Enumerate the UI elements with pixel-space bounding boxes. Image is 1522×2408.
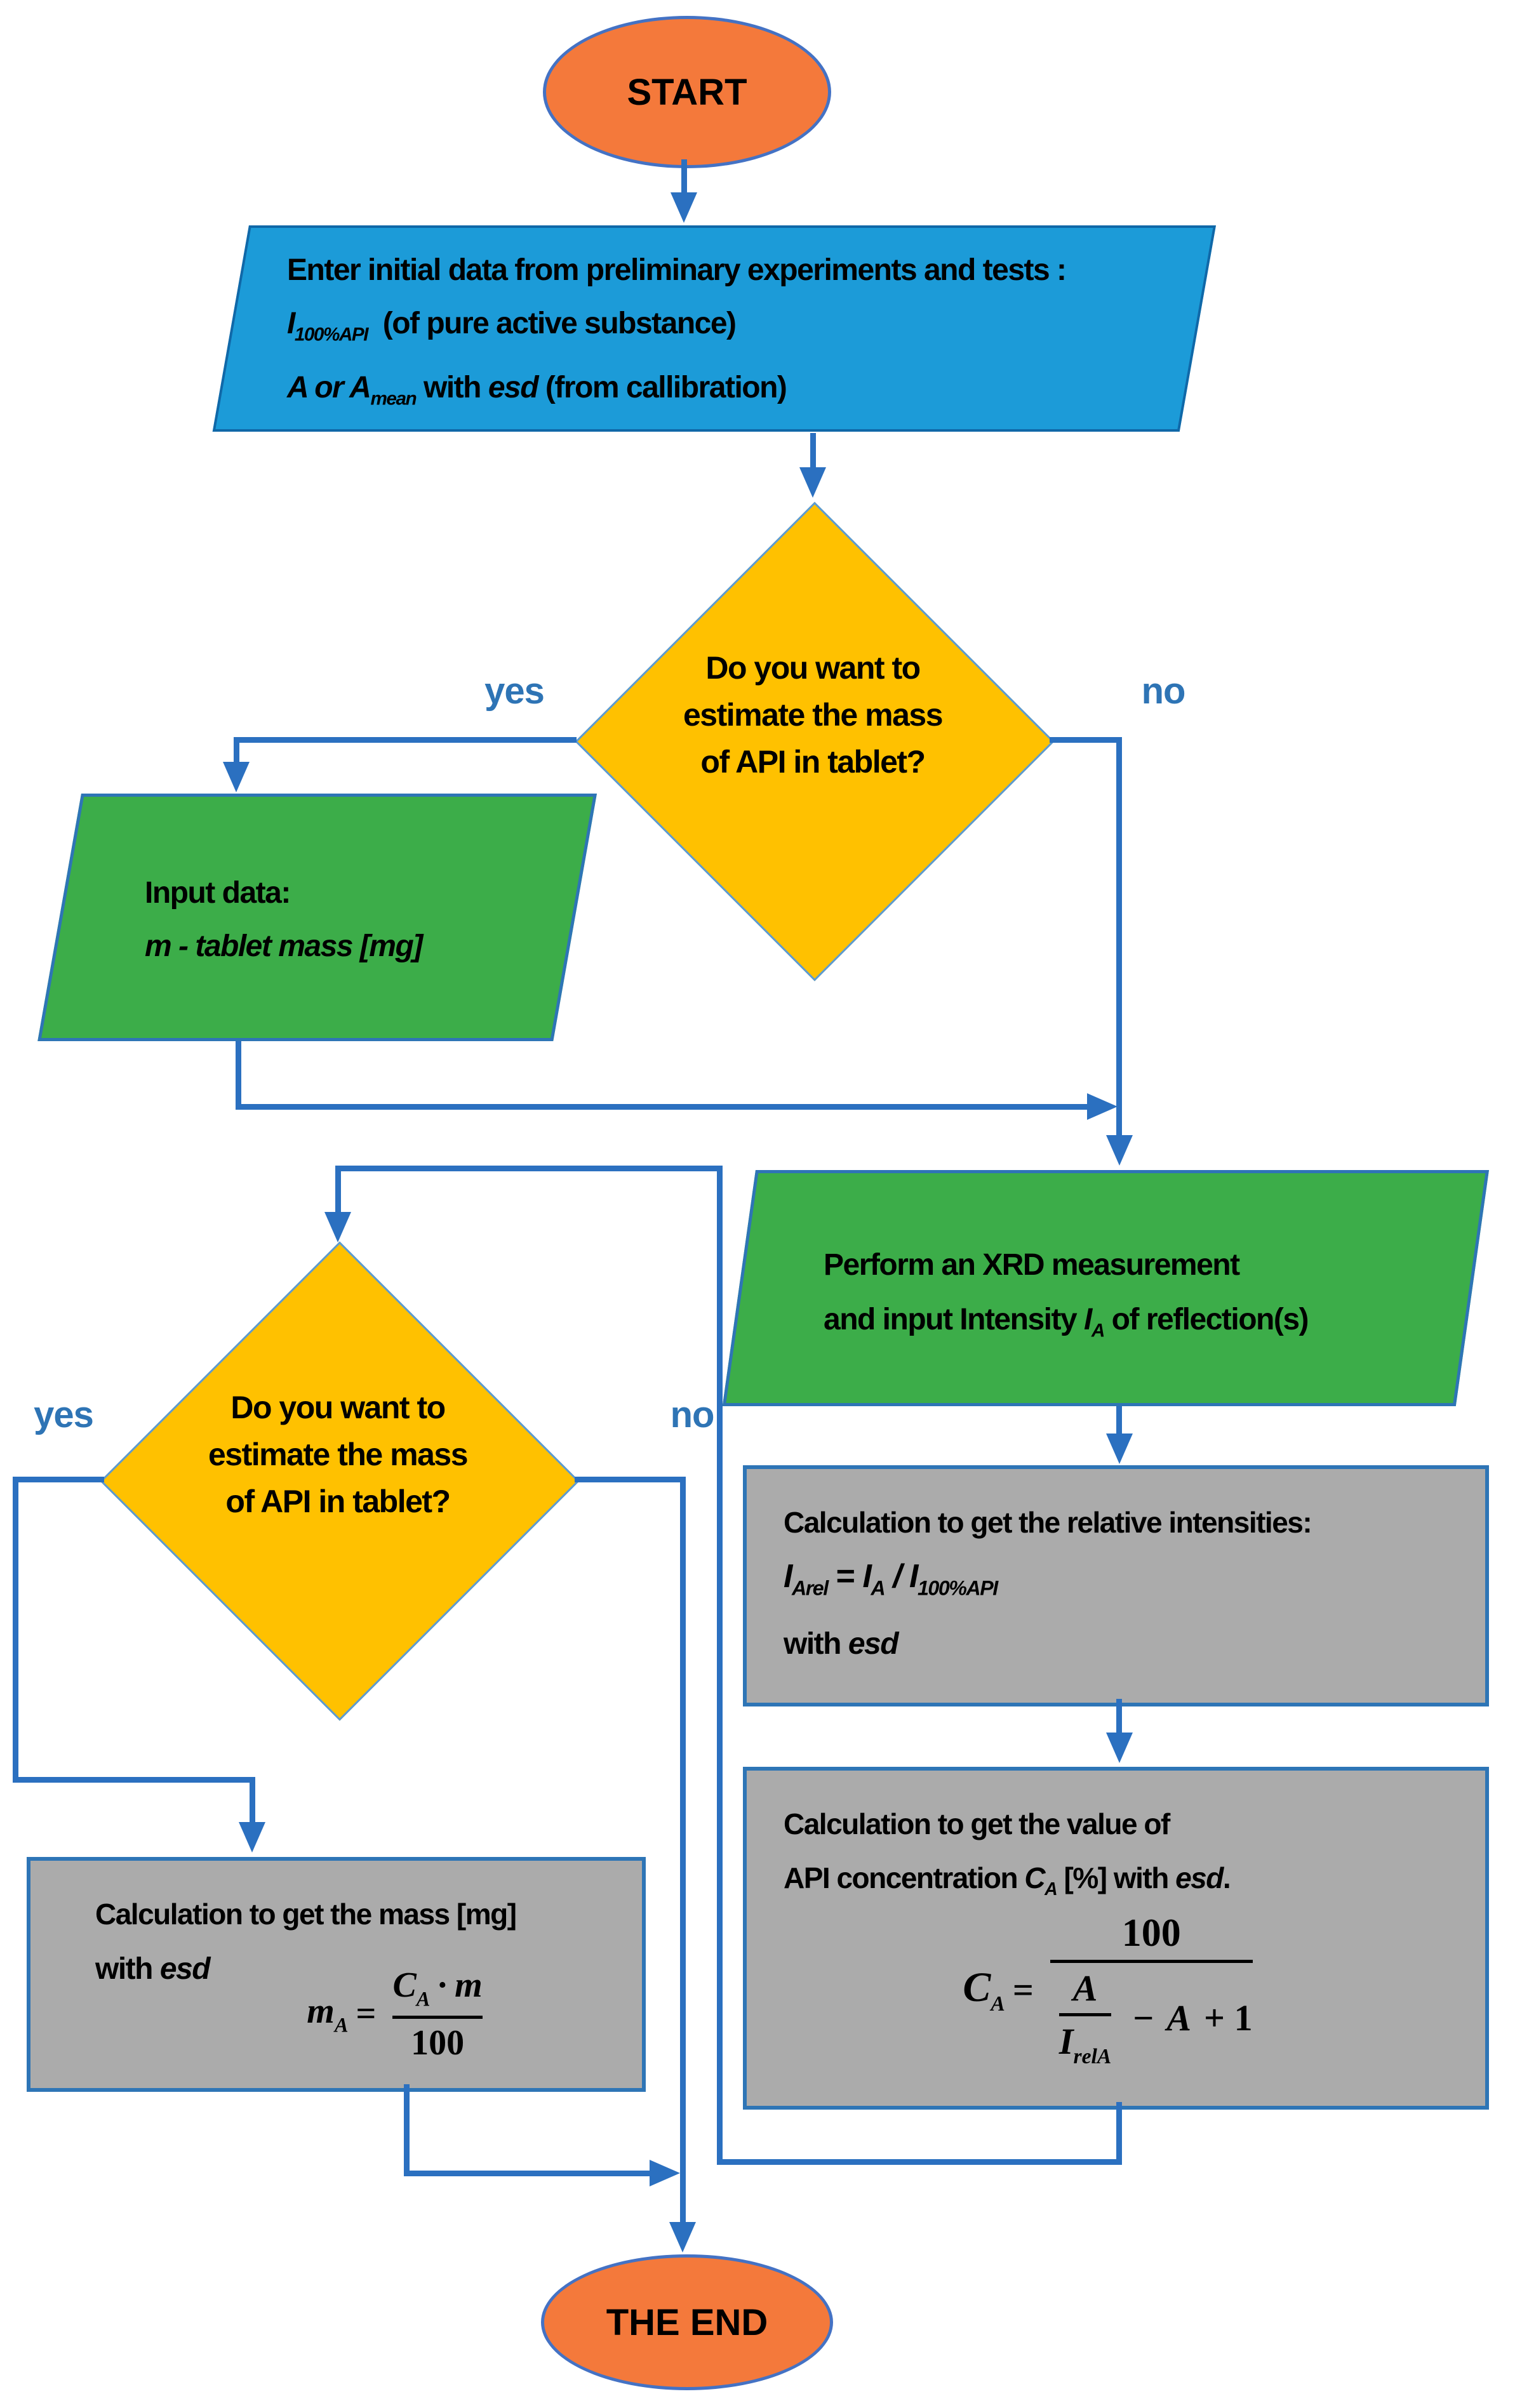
calc-concentration-title-2: API concentration CA [%] with esd. — [784, 1861, 1231, 1899]
edge-no2-h — [575, 1477, 686, 1482]
xrd-text: Perform an XRD measurement and input Int… — [824, 1238, 1309, 1358]
fraction-bar — [392, 2015, 483, 2019]
edge-xrd-to-calcrel — [1116, 1406, 1122, 1434]
decision-2-line-3: of API in tablet? — [225, 1484, 451, 1519]
edge-loop-v3 — [335, 1166, 341, 1214]
edge-loop-v1 — [1116, 2102, 1122, 2165]
arrowhead-down-icon — [223, 762, 250, 792]
xrd-line-1: Perform an XRD measurement — [824, 1248, 1240, 1282]
arrowhead-down-icon — [1106, 1733, 1133, 1763]
label-yes-1: yes — [484, 670, 545, 712]
input-line-1: Input data: — [145, 876, 291, 910]
decision-2-text: Do you want to estimate the mass of API … — [116, 1384, 560, 1525]
arrowhead-down-icon — [1106, 1433, 1133, 1464]
input-line-2: m - tablet mass [mg] — [145, 929, 423, 963]
label-no-1: no — [1141, 670, 1186, 712]
calc-concentration-box — [743, 1767, 1489, 2110]
xrd-line-2: and input Intensity IA of reflection(s) — [824, 1303, 1309, 1341]
edge-input-merge-h — [236, 1104, 1087, 1110]
calc-relative-esd: with esd — [784, 1627, 899, 1661]
edge-mass-merge-h — [404, 2171, 651, 2176]
end-terminal: THE END — [541, 2254, 833, 2390]
label-no-2: no — [670, 1394, 715, 1435]
start-terminal: START — [543, 16, 831, 168]
end-label: THE END — [606, 2301, 768, 2343]
edge-loop-v2 — [717, 1166, 723, 2165]
calc-concentration-formula: CA = 100 A IrelA − A + 1 — [963, 1911, 1253, 2069]
arrowhead-down-icon — [671, 192, 697, 223]
edge-init-to-decision1 — [810, 433, 816, 467]
decision-2-line-1: Do you want to — [230, 1390, 446, 1425]
start-label: START — [627, 71, 747, 113]
arrowhead-down-icon — [239, 1822, 265, 1853]
calc-mass-esd: with esd — [95, 1952, 211, 1986]
edge-loop-h2 — [335, 1166, 723, 1171]
decision-2-line-2: estimate the mass — [208, 1437, 469, 1472]
edge-yes2-v2 — [250, 1777, 255, 1823]
init-line-3: A or Amean with esd (from callibration) — [287, 371, 787, 409]
calc-relative-formula: IArel = IA / I100%API — [784, 1558, 998, 1600]
decision-1-line-1: Do you want to — [705, 650, 921, 686]
arrowhead-down-icon — [324, 1212, 351, 1242]
calc-relative-title: Calculation to get the relative intensit… — [784, 1506, 1312, 1539]
edge-yes2-h2 — [13, 1777, 255, 1783]
big-fraction: 100 A IrelA − A + 1 — [1050, 1911, 1253, 2069]
edge-calcrel-to-calcca — [1116, 1699, 1122, 1733]
edge-mass-merge-v — [404, 2084, 410, 2176]
fraction-bar — [1058, 2013, 1112, 2016]
edge-yes1-h — [236, 737, 577, 743]
decision-1-line-3: of API in tablet? — [700, 744, 926, 780]
label-yes-2: yes — [34, 1394, 94, 1435]
inner-fraction: A IrelA — [1058, 1967, 1112, 2069]
edge-no2-v — [680, 1477, 686, 2223]
edge-yes2-h1 — [15, 1477, 104, 1482]
calc-concentration-title-1: Calculation to get the value of — [784, 1807, 1170, 1840]
calc-mass-title: Calculation to get the mass [mg] — [95, 1898, 517, 1931]
arrowhead-right-icon — [650, 2160, 680, 2186]
decision-1-line-2: estimate the mass — [683, 697, 944, 733]
fraction-bar — [1050, 1960, 1253, 1963]
edge-no1-h — [1050, 737, 1119, 743]
edge-yes2-v1 — [13, 1477, 18, 1779]
edge-start-to-init — [681, 159, 687, 194]
decision-1-text: Do you want to estimate the mass of API … — [591, 644, 1035, 785]
edge-input-merge-v — [236, 1041, 241, 1109]
arrowhead-down-icon — [669, 2222, 696, 2252]
arrowhead-down-icon — [1106, 1135, 1133, 1166]
calc-mass-formula: mA = CA·m 100 — [307, 1966, 483, 2063]
calc-mass-box — [27, 1857, 646, 2092]
mass-fraction: CA·m 100 — [392, 1966, 483, 2063]
input-data-text: Input data: m - tablet mass [mg] — [145, 867, 423, 973]
init-line-2: I100%API (of pure active substance) — [287, 307, 737, 345]
edge-yes1-v — [234, 737, 239, 764]
arrowhead-right-icon — [1087, 1093, 1118, 1120]
init-line-1: Enter initial data from preliminary expe… — [287, 253, 1067, 287]
edge-loop-h1 — [717, 2159, 1122, 2165]
init-data-text: Enter initial data from preliminary expe… — [287, 244, 1067, 426]
edge-no1-v — [1116, 737, 1122, 1135]
calc-relative-box — [743, 1465, 1489, 1706]
arrowhead-down-icon — [799, 467, 826, 498]
